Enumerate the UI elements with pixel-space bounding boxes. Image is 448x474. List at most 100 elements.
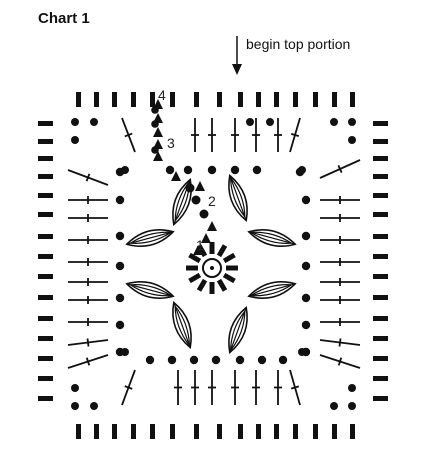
double-crochet-crossbar (337, 164, 343, 174)
single-crochet-mark (373, 139, 388, 144)
single-crochet-mark (373, 174, 388, 179)
single-crochet-mark (313, 424, 318, 439)
round-label-4: 4 (158, 87, 166, 103)
single-crochet-mark (373, 234, 388, 239)
single-crochet-mark (373, 376, 388, 381)
single-crochet-mark (373, 316, 388, 321)
chain-stitch-mark (278, 355, 288, 365)
chain-stitch-mark (165, 165, 175, 175)
round-label-2: 2 (208, 193, 216, 209)
chain-stitch-mark (301, 347, 311, 357)
chain-stitch-mark (348, 384, 356, 392)
single-crochet-mark (150, 92, 155, 107)
single-crochet-mark (373, 212, 388, 217)
single-crochet-mark (373, 295, 388, 300)
single-crochet-mark (373, 121, 388, 126)
single-crochet-mark (293, 92, 298, 107)
double-crochet-crossbar (124, 385, 133, 390)
chain-stitch-mark (301, 261, 311, 271)
chain-stitch-mark (71, 402, 79, 410)
slip-stitch-mark (201, 233, 211, 243)
single-crochet-mark (38, 139, 53, 144)
single-crochet-mark (38, 193, 53, 198)
cluster-stitch-mark (228, 173, 248, 223)
single-crochet-mark (94, 424, 99, 439)
chain-stitch-mark (191, 195, 201, 205)
single-crochet-mark (216, 278, 228, 292)
single-crochet-mark (38, 274, 53, 279)
magic-ring-icon (202, 258, 222, 278)
single-crochet-mark (217, 424, 222, 439)
slip-stitch-mark (153, 127, 163, 137)
double-crochet-crossbar (86, 338, 90, 347)
chain-stitch-mark (266, 118, 274, 126)
chain-stitch-mark (199, 209, 209, 219)
single-crochet-mark (194, 92, 199, 107)
chain-stitch-mark (301, 293, 311, 303)
cluster-stitch-mark (125, 229, 175, 247)
chain-stitch-mark (211, 355, 221, 365)
cluster-stitch-mark (247, 281, 297, 299)
chain-stitch-mark (71, 118, 79, 126)
single-crochet-mark (373, 336, 388, 341)
single-crochet-mark (373, 193, 388, 198)
chain-stitch-mark (115, 231, 125, 241)
single-crochet-mark (131, 424, 136, 439)
single-crochet-mark (373, 396, 388, 401)
chain-stitch-mark (115, 261, 125, 271)
chain-stitch-mark (257, 355, 267, 365)
single-crochet-mark (293, 424, 298, 439)
chain-stitch-mark (71, 384, 79, 392)
single-crochet-mark (112, 424, 117, 439)
chain-stitch-mark (90, 118, 98, 126)
double-crochet-crossbar (338, 338, 342, 347)
single-crochet-mark (38, 295, 53, 300)
chain-stitch-mark (151, 120, 159, 128)
single-crochet-mark (38, 212, 53, 217)
single-crochet-mark (238, 92, 243, 107)
chain-stitch-mark (330, 402, 338, 410)
chain-stitch-mark (348, 402, 356, 410)
chain-stitch-mark (115, 320, 125, 330)
joining-chains (151, 99, 217, 255)
single-crochet-mark (38, 396, 53, 401)
single-crochet-mark (274, 424, 279, 439)
single-crochet-mark (217, 92, 222, 107)
slip-stitch-mark (207, 221, 217, 231)
single-crochet-mark (170, 92, 175, 107)
begin-top-portion-label: begin top portion (246, 36, 351, 52)
single-crochet-mark (222, 272, 236, 284)
double-crochet-crossbar (290, 385, 300, 390)
chain-stitch-mark (235, 355, 245, 365)
single-crochet-mark (38, 121, 53, 126)
chain-stitch-mark (246, 118, 254, 126)
single-crochet-mark (131, 92, 136, 107)
round-label-1: 1 (196, 237, 204, 253)
single-crochet-mark (112, 92, 117, 107)
chart-title: Chart 1 (38, 10, 90, 27)
chain-stitch-mark (167, 355, 177, 365)
down-arrow-icon (232, 36, 242, 75)
single-crochet-mark (38, 156, 53, 161)
cluster-stitch-mark (172, 300, 192, 350)
single-crochet-mark (188, 272, 202, 284)
chain-stitch-mark (330, 118, 338, 126)
slip-stitch-mark (153, 151, 163, 161)
round-label-3: 3 (167, 135, 175, 151)
single-crochet-mark (216, 244, 228, 258)
single-crochet-mark (222, 252, 236, 264)
chain-stitch-mark (115, 167, 125, 177)
single-crochet-mark (38, 234, 53, 239)
single-crochet-mark (350, 92, 355, 107)
single-crochet-mark (313, 92, 318, 107)
chain-stitch-mark (301, 231, 311, 241)
single-crochet-mark (256, 424, 261, 439)
chain-stitch-mark (151, 146, 159, 154)
cluster-stitch-mark (247, 229, 297, 247)
double-crochet-crossbar (124, 132, 133, 138)
chain-stitch-mark (252, 165, 262, 175)
slip-stitch-mark (195, 181, 205, 191)
round-2-stitches (115, 165, 311, 365)
chain-stitch-mark (295, 167, 305, 177)
chain-stitch-mark (348, 136, 356, 144)
